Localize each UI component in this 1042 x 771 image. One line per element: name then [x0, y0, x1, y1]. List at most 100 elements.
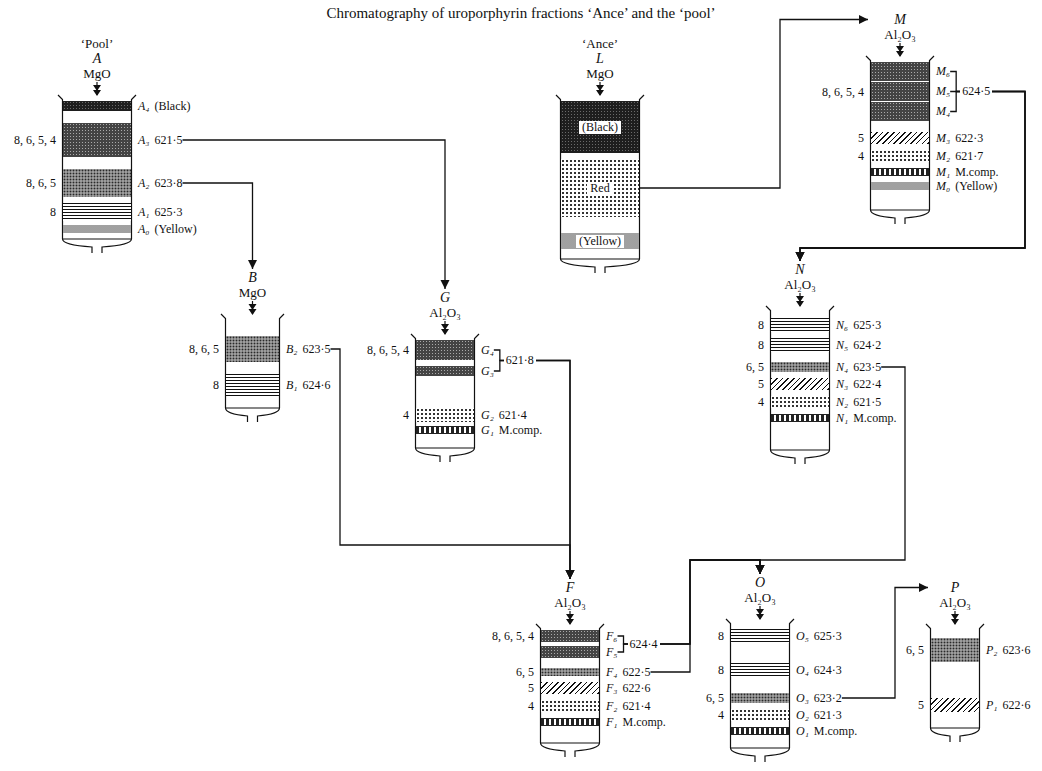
band-value: M.comp. — [499, 424, 542, 437]
band-row: 8B₁624·6 — [226, 374, 331, 396]
band-fill: 4 — [416, 408, 474, 422]
band-fill — [541, 646, 599, 658]
band-name: M₂ — [936, 150, 950, 163]
band-row: 4F₂621·4 — [541, 700, 651, 712]
feed-arrowhead — [249, 304, 257, 315]
band-row: 4 M₂ 621·7 — [871, 150, 983, 162]
column-node: OAl₂O₃8O₅625·38O₄624·36, 5O₃623·24O₂621·… — [730, 575, 790, 762]
band-row: N₁ M.comp. — [771, 414, 897, 422]
tube-outline — [58, 95, 136, 253]
band-value: 624·2 — [853, 339, 881, 352]
transfer-connector — [800, 72, 1025, 262]
column-caption: ‘Pool’ — [32, 36, 162, 51]
band-fill: 6, 5 — [731, 693, 789, 703]
diagram-title: Chromatography of uroporphyrin fractions… — [0, 4, 1042, 22]
band-fill: (Black) — [561, 101, 639, 153]
column-node: ‘Ance’LMgO(Black)Red(Yellow) — [560, 36, 640, 273]
band-name: P₁ — [986, 699, 998, 712]
transfer-connector — [494, 361, 570, 580]
tube-outline — [766, 306, 834, 464]
band-value: 622·4 — [853, 378, 881, 391]
fraction-numbers: 6, 5 — [746, 361, 764, 374]
band-fill: 5 — [771, 378, 829, 390]
band-value: 624·6 — [303, 379, 331, 392]
band-fill: (Yellow) — [561, 233, 639, 249]
feed-arrowhead — [596, 85, 604, 96]
band-fill — [63, 101, 131, 111]
band-fill: 5 — [931, 698, 979, 712]
band-row: O₁M.comp. — [731, 727, 857, 735]
band-row: 4G₂621·4 — [416, 408, 527, 422]
band-name: F₁ — [606, 716, 618, 729]
band-value: 622·6 — [623, 682, 651, 695]
band-fill: 8, 6, 5, 4 — [416, 340, 474, 360]
band-row: M₀(Yellow) — [871, 182, 997, 190]
feed-arrowhead — [896, 46, 904, 57]
column-letter: N — [740, 262, 860, 277]
column-node: NAl₂O₃8N₆625·38N₅624·26, 5N₄623·55N₃622·… — [770, 262, 830, 464]
band-fill — [63, 225, 131, 233]
band-name: N₅ — [836, 339, 848, 352]
band-value: 621·5 — [853, 396, 881, 409]
band-fill: 8 — [731, 663, 789, 677]
transfer-connector — [651, 560, 760, 672]
band-value: 621·3 — [814, 709, 842, 722]
transfer-connector — [800, 92, 1025, 262]
band-fill: 6, 5 — [541, 668, 599, 676]
band-row: 8, 6, 5, 4 G₄ — [416, 340, 494, 360]
column-letter: F — [510, 580, 630, 595]
band-row: G₃ — [416, 366, 494, 376]
fraction-numbers: 8, 6, 5, 4 — [822, 85, 864, 98]
band-value: 625·3 — [853, 319, 881, 332]
band-value: 621·7 — [955, 150, 983, 163]
band-value: 623·5 — [853, 361, 881, 374]
tube-outline — [866, 56, 934, 224]
band-row: Red — [561, 159, 639, 217]
band-row: 5M₃622·3 — [871, 132, 983, 144]
band-fill: 4 — [771, 396, 829, 408]
feed-arrowhead — [566, 614, 574, 625]
band-name: G₂ — [481, 409, 494, 422]
column-caption: Al₂O₃ — [700, 590, 820, 605]
band-value: 624·3 — [814, 664, 842, 677]
column-caption: MgO — [32, 66, 162, 81]
band-name: O₅ — [796, 630, 809, 643]
band-label: (Black) — [579, 121, 621, 134]
band-row: 5F₃622·6 — [541, 682, 651, 694]
band-name: O₄ — [796, 664, 809, 677]
band-row: 6, 5F₄622·5 — [541, 668, 651, 676]
band-row: M₁M.comp. — [871, 168, 999, 176]
connector-group — [183, 20, 1025, 699]
band-name: M₃ — [936, 132, 950, 145]
band-fill — [416, 426, 474, 434]
column-letter: M — [840, 12, 960, 27]
transfer-connector — [800, 92, 1025, 262]
band-name: N₂ — [836, 396, 848, 409]
transfer-connector — [331, 349, 570, 579]
band-fill: 4 — [871, 150, 929, 162]
band-row: 8, 6, 5A₂623·8 — [63, 169, 183, 197]
band-row: 8, 6, 5, 4M₅ — [871, 82, 950, 101]
band-value: 621·4 — [623, 700, 651, 713]
transfer-connector — [494, 350, 570, 579]
band-fill: 8 — [226, 374, 279, 396]
band-row: (Yellow) — [561, 233, 639, 249]
band-fill — [541, 718, 599, 726]
column-caption: MgO — [195, 285, 310, 300]
band-fill: 8, 6, 5, 4 — [63, 123, 131, 157]
column-caption: Al₂O₃ — [385, 305, 505, 320]
column-node: BMgO8, 6, 5B₂623·58B₁624·6 — [225, 270, 280, 422]
band-row: 6, 5O₃623·2 — [731, 693, 842, 703]
band-value: 623·8 — [155, 177, 183, 190]
band-value: M.comp. — [853, 412, 896, 425]
fraction-numbers: 4 — [528, 700, 534, 713]
band-fill: 8 — [771, 338, 829, 352]
band-name: N₁ — [836, 412, 848, 425]
band-row: 8, 6, 5, 4F₆ — [541, 630, 618, 642]
column-letter: B — [195, 270, 310, 285]
band-fill: 8 — [771, 318, 829, 332]
tube-outline — [221, 314, 284, 422]
band-row: 8, 6, 5B₂623·5 — [226, 336, 331, 362]
band-name: G₄ — [481, 344, 494, 357]
fraction-numbers: 8, 6, 5 — [189, 343, 219, 356]
